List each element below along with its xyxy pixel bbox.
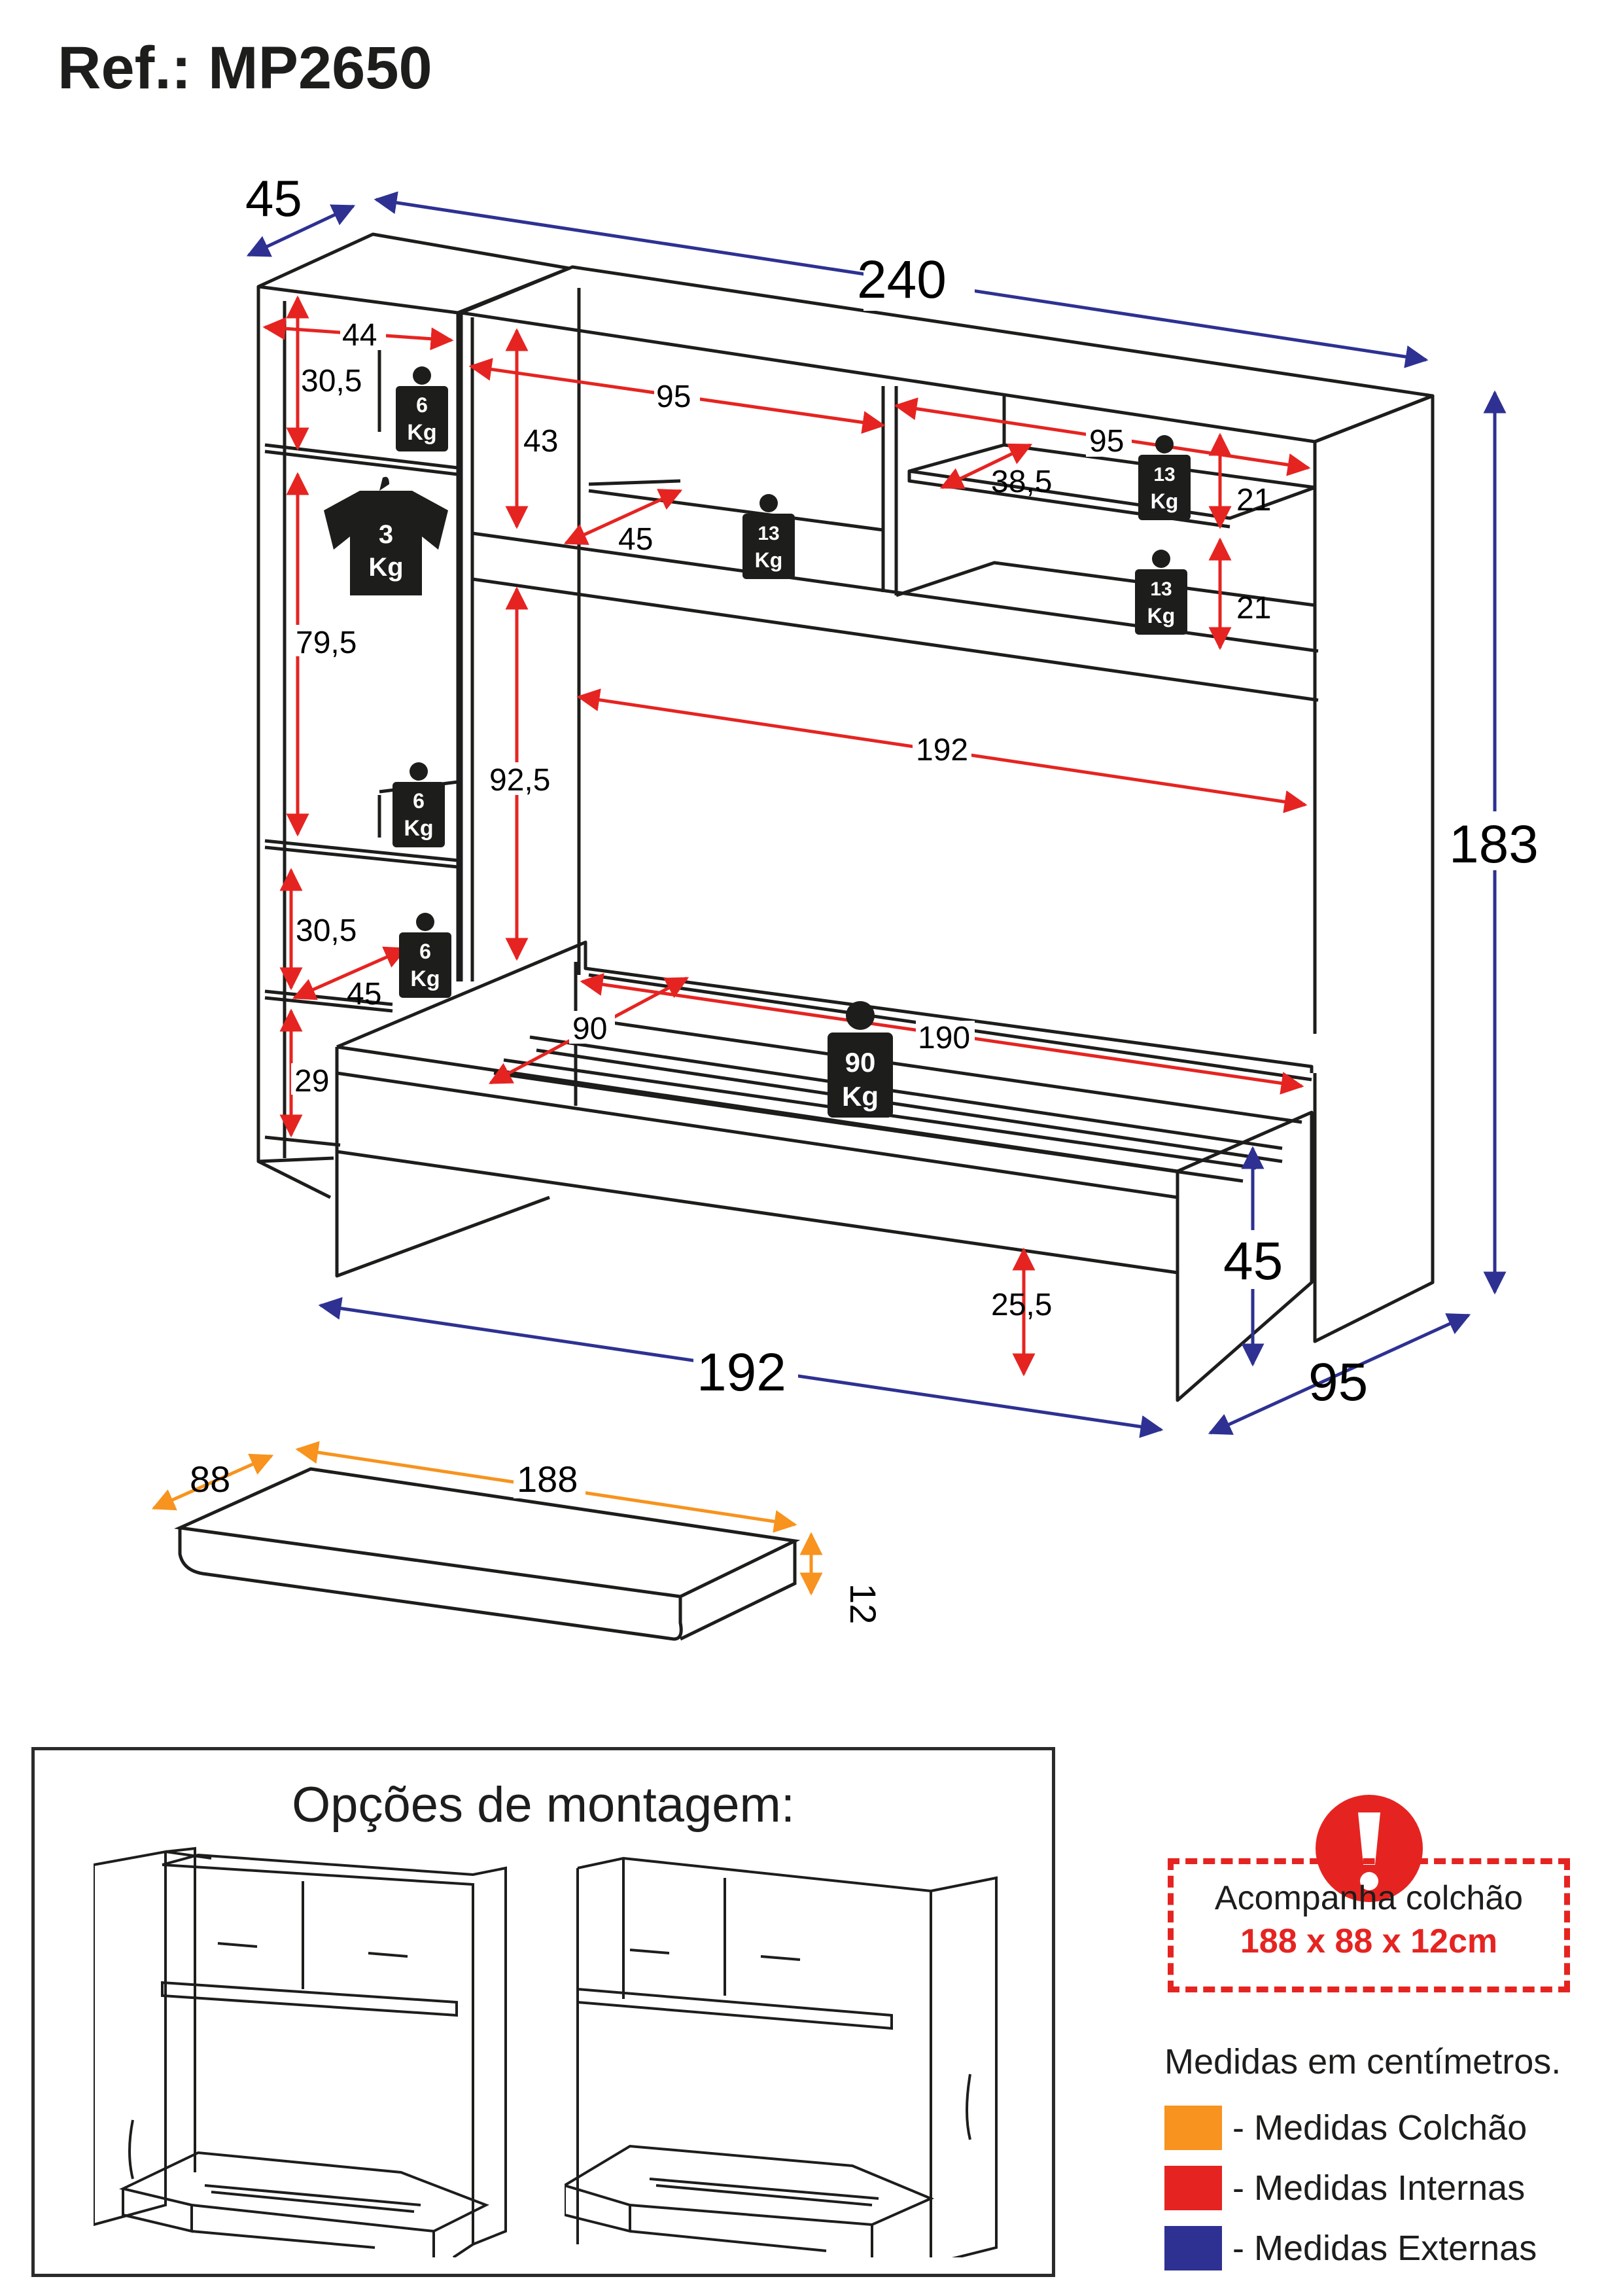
page-title: Ref.: MP2650	[58, 35, 432, 101]
assembly-option-left	[94, 1846, 507, 2257]
dim-mattress-12: 12	[843, 1583, 884, 1624]
legend-swatch-red	[1164, 2166, 1222, 2210]
svg-text:Kg: Kg	[842, 1081, 879, 1112]
weight-badge: 13 Kg	[1138, 435, 1191, 520]
legend-swatch-blue	[1164, 2226, 1222, 2270]
svg-text:Kg: Kg	[410, 966, 440, 991]
dim-21-bottom: 21	[1236, 591, 1271, 626]
dim-95-right: 95	[1089, 424, 1124, 459]
warning-icon	[1316, 1795, 1423, 1902]
hanger-weight-badge: 3 Kg	[324, 471, 448, 595]
notice-line-2: 188 x 88 x 12cm	[1240, 1922, 1498, 1960]
dimension-labels: 45 240 183 192 95 45 44 30,5 79,5 30,5 4…	[190, 169, 1544, 1624]
assembly-options-title: Opções de montagem:	[292, 1777, 795, 1833]
legend-title: Medidas em centímetros.	[1164, 2042, 1562, 2081]
weight-badge: 13 Kg	[742, 494, 795, 579]
dim-43: 43	[523, 424, 558, 459]
legend: Medidas em centímetros. - Medidas Colchã…	[1164, 2041, 1596, 2278]
weight-badge-bed: 90 Kg	[828, 1001, 893, 1118]
dim-depth-top: 45	[245, 169, 302, 227]
dim-21-top: 21	[1236, 483, 1271, 518]
dim-92-5: 92,5	[489, 763, 550, 798]
svg-text:6: 6	[419, 940, 431, 963]
dim-192-inner: 192	[916, 733, 968, 768]
dim-45-mid: 45	[618, 522, 653, 557]
svg-text:6: 6	[413, 789, 425, 813]
legend-swatch-orange	[1164, 2106, 1222, 2150]
svg-text:13: 13	[758, 523, 779, 544]
svg-text:13: 13	[1153, 464, 1175, 486]
weight-badge: 6 Kg	[393, 762, 445, 847]
dim-90: 90	[572, 1012, 607, 1046]
dim-25-5: 25,5	[991, 1288, 1052, 1322]
dim-79-5: 79,5	[296, 626, 357, 660]
mattress-notice: Acompanha colchão 188 x 88 x 12cm	[1168, 1858, 1570, 1992]
svg-text:6: 6	[416, 393, 428, 417]
dim-45-left: 45	[347, 977, 381, 1012]
svg-text:Kg: Kg	[368, 553, 403, 582]
dim-30-5-bottom: 30,5	[296, 913, 357, 948]
svg-text:Kg: Kg	[755, 548, 783, 572]
furniture-diagram: 45 240 183 192 95 45 44 30,5 79,5 30,5 4…	[151, 169, 1544, 1641]
weight-badge: 13 Kg	[1135, 550, 1187, 635]
dim-29: 29	[294, 1064, 329, 1099]
dim-bed-depth: 95	[1308, 1352, 1368, 1412]
svg-text:3: 3	[379, 520, 393, 549]
svg-text:Kg: Kg	[407, 420, 436, 445]
notice-line-1: Acompanha colchão	[1214, 1879, 1524, 1917]
legend-item-internal: - Medidas Internas	[1164, 2158, 1596, 2218]
weight-badge: 6 Kg	[396, 366, 448, 451]
weight-badges: 6 Kg 3 Kg 6 Kg 6 Kg 13 Kg 13 Kg	[324, 366, 1191, 1118]
svg-text:Kg: Kg	[1147, 604, 1176, 627]
dim-mattress-88: 88	[190, 1458, 230, 1500]
legend-item-external: - Medidas Externas	[1164, 2218, 1596, 2278]
svg-text:90: 90	[845, 1047, 876, 1078]
assembly-options-box: Opções de montagem:	[31, 1747, 1055, 2277]
legend-item-mattress: - Medidas Colchão	[1164, 2098, 1596, 2158]
dim-bed-height: 45	[1223, 1231, 1283, 1291]
dim-height-total: 183	[1449, 815, 1539, 874]
dim-width-total: 240	[857, 250, 947, 309]
dim-mattress-188: 188	[517, 1458, 578, 1500]
svg-text:Kg: Kg	[1151, 489, 1179, 513]
dim-bed-length: 192	[697, 1343, 786, 1402]
weight-badge: 6 Kg	[399, 913, 451, 998]
mattress	[174, 1467, 801, 1641]
dim-30-5-top: 30,5	[301, 364, 362, 398]
svg-text:13: 13	[1150, 578, 1172, 600]
dim-95-left: 95	[656, 380, 691, 414]
dim-38-5: 38,5	[991, 465, 1052, 499]
dim-190: 190	[918, 1021, 970, 1055]
dim-44: 44	[342, 318, 377, 353]
left-cabinet	[256, 232, 571, 315]
svg-text:Kg: Kg	[404, 816, 433, 841]
dimension-lines	[151, 191, 1507, 1596]
assembly-option-right	[565, 1856, 998, 2257]
